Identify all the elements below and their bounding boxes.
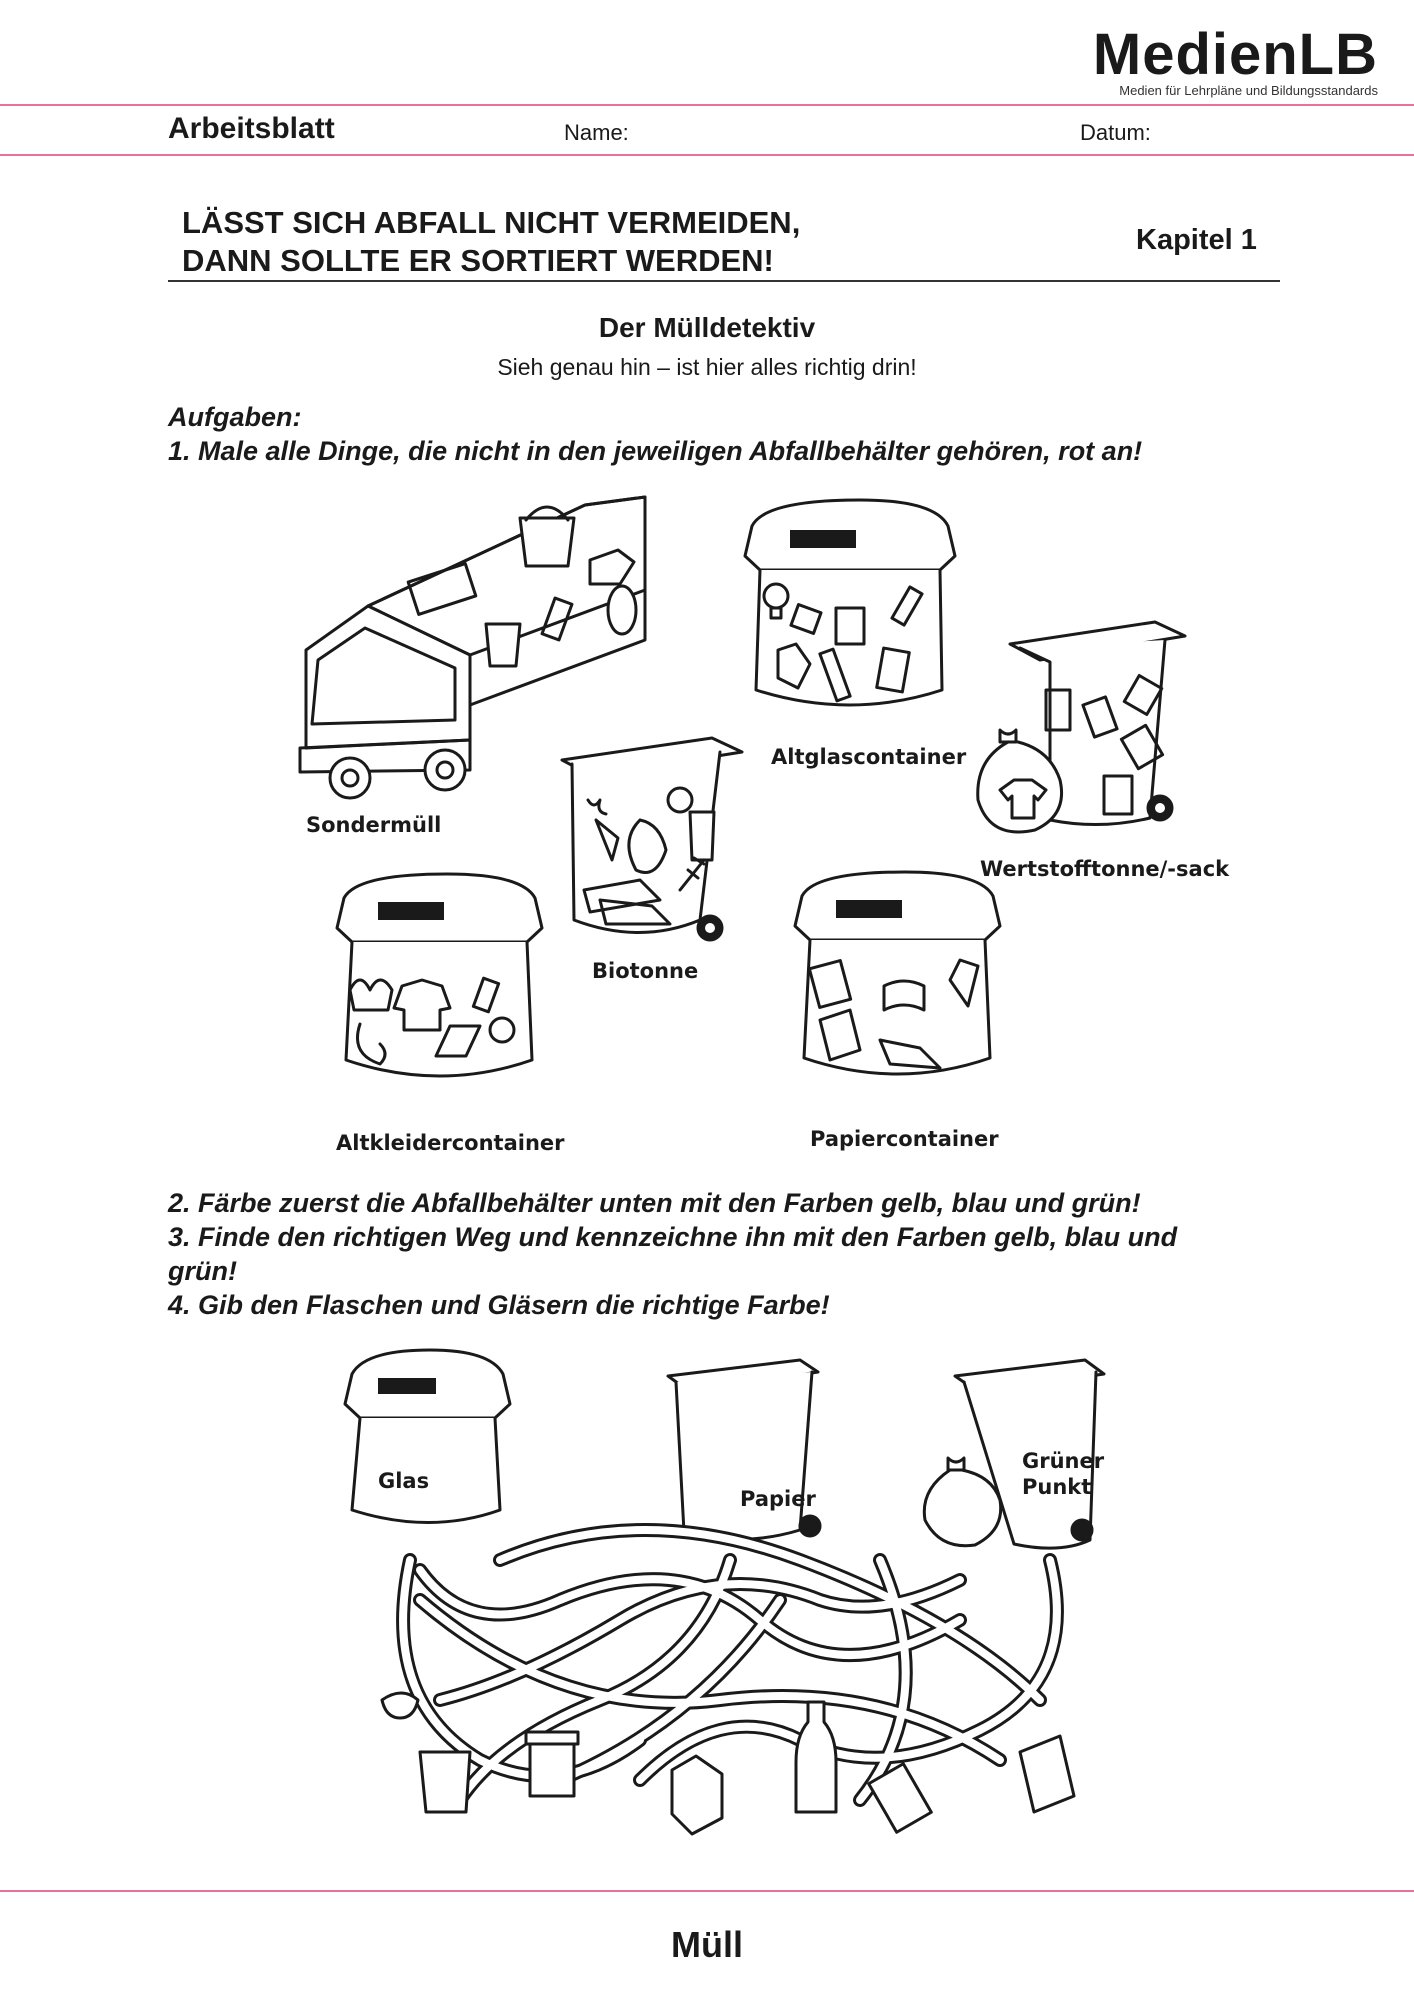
brand-name: MedienLB — [1092, 22, 1378, 87]
tasks-heading: Aufgaben: — [168, 402, 302, 432]
section-instruction: Sieh genau hin – ist hier alles richtig … — [497, 354, 917, 380]
date-field-label: Datum: — [1080, 120, 1151, 145]
worksheet-label: Arbeitsblatt — [168, 112, 335, 145]
footer-label: Müll — [671, 1924, 743, 1965]
task-2: 2. Färbe zuerst die Abfallbehälter unten… — [168, 1188, 1141, 1218]
maze-label-papier: Papier — [740, 1487, 816, 1511]
maze-bin-gruener-punkt — [922, 1358, 1106, 1550]
sondermuell-truck — [298, 495, 647, 800]
label-papier: Papiercontainer — [810, 1127, 999, 1151]
title-line-1: LÄSST SICH ABFALL NICHT VERMEIDEN, — [182, 205, 801, 240]
maze-illustration: Glas Papier Grüner Punkt — [343, 1348, 1106, 1836]
bio-container — [560, 736, 744, 942]
label-altglas: Altglascontainer — [771, 745, 967, 769]
maze-bin-papier — [666, 1358, 822, 1542]
wertstoff-container — [976, 620, 1187, 834]
maze-paths-inner — [399, 1526, 1061, 1804]
label-wertstoff: Wertstofftonne/-sack — [980, 857, 1230, 881]
section-subtitle: Der Mülldetektiv — [598, 312, 816, 343]
task-3-line-2: grün! — [168, 1256, 237, 1286]
label-sondermuell: Sondermüll — [306, 813, 441, 837]
footer-rule — [0, 1890, 1414, 1892]
header-rule-top — [0, 104, 1414, 106]
page-title: LÄSST SICH ABFALL NICHT VERMEIDEN, DANN … — [182, 204, 800, 280]
title-rule — [168, 280, 1280, 282]
maze-label-punkt: Punkt — [1022, 1475, 1091, 1499]
altglas-container — [743, 498, 957, 707]
task-1: 1. Male alle Dinge, die nicht in den jew… — [168, 436, 1143, 466]
title-line-2: DANN SOLLTE ER SORTIERT WERDEN! — [182, 243, 774, 278]
name-field-label: Name: — [564, 120, 629, 145]
brand-tagline: Medien für Lehrpläne und Bildungsstandar… — [1119, 83, 1378, 98]
header-rule-bottom — [0, 154, 1414, 156]
maze-items — [380, 1691, 1076, 1836]
containers-illustration: Sondermüll Altglascontainer Wertstoffton… — [298, 495, 1230, 1155]
task-4: 4. Gib den Flaschen und Gläsern die rich… — [168, 1290, 830, 1320]
label-altkleider: Altkleidercontainer — [336, 1131, 565, 1155]
maze-label-glas: Glas — [378, 1469, 429, 1493]
papier-container — [793, 870, 1002, 1076]
maze-bin-glas — [343, 1348, 512, 1524]
maze-label-gruener: Grüner — [1022, 1449, 1105, 1473]
label-bio: Biotonne — [592, 959, 698, 983]
chapter-label: Kapitel 1 — [1136, 224, 1257, 256]
task-3-line-1: 3. Finde den richtigen Weg und kennzeich… — [168, 1222, 1178, 1252]
brand-logo: MedienLB Medien für Lehrpläne und Bildun… — [1092, 22, 1378, 98]
altkleider-container — [335, 872, 544, 1078]
